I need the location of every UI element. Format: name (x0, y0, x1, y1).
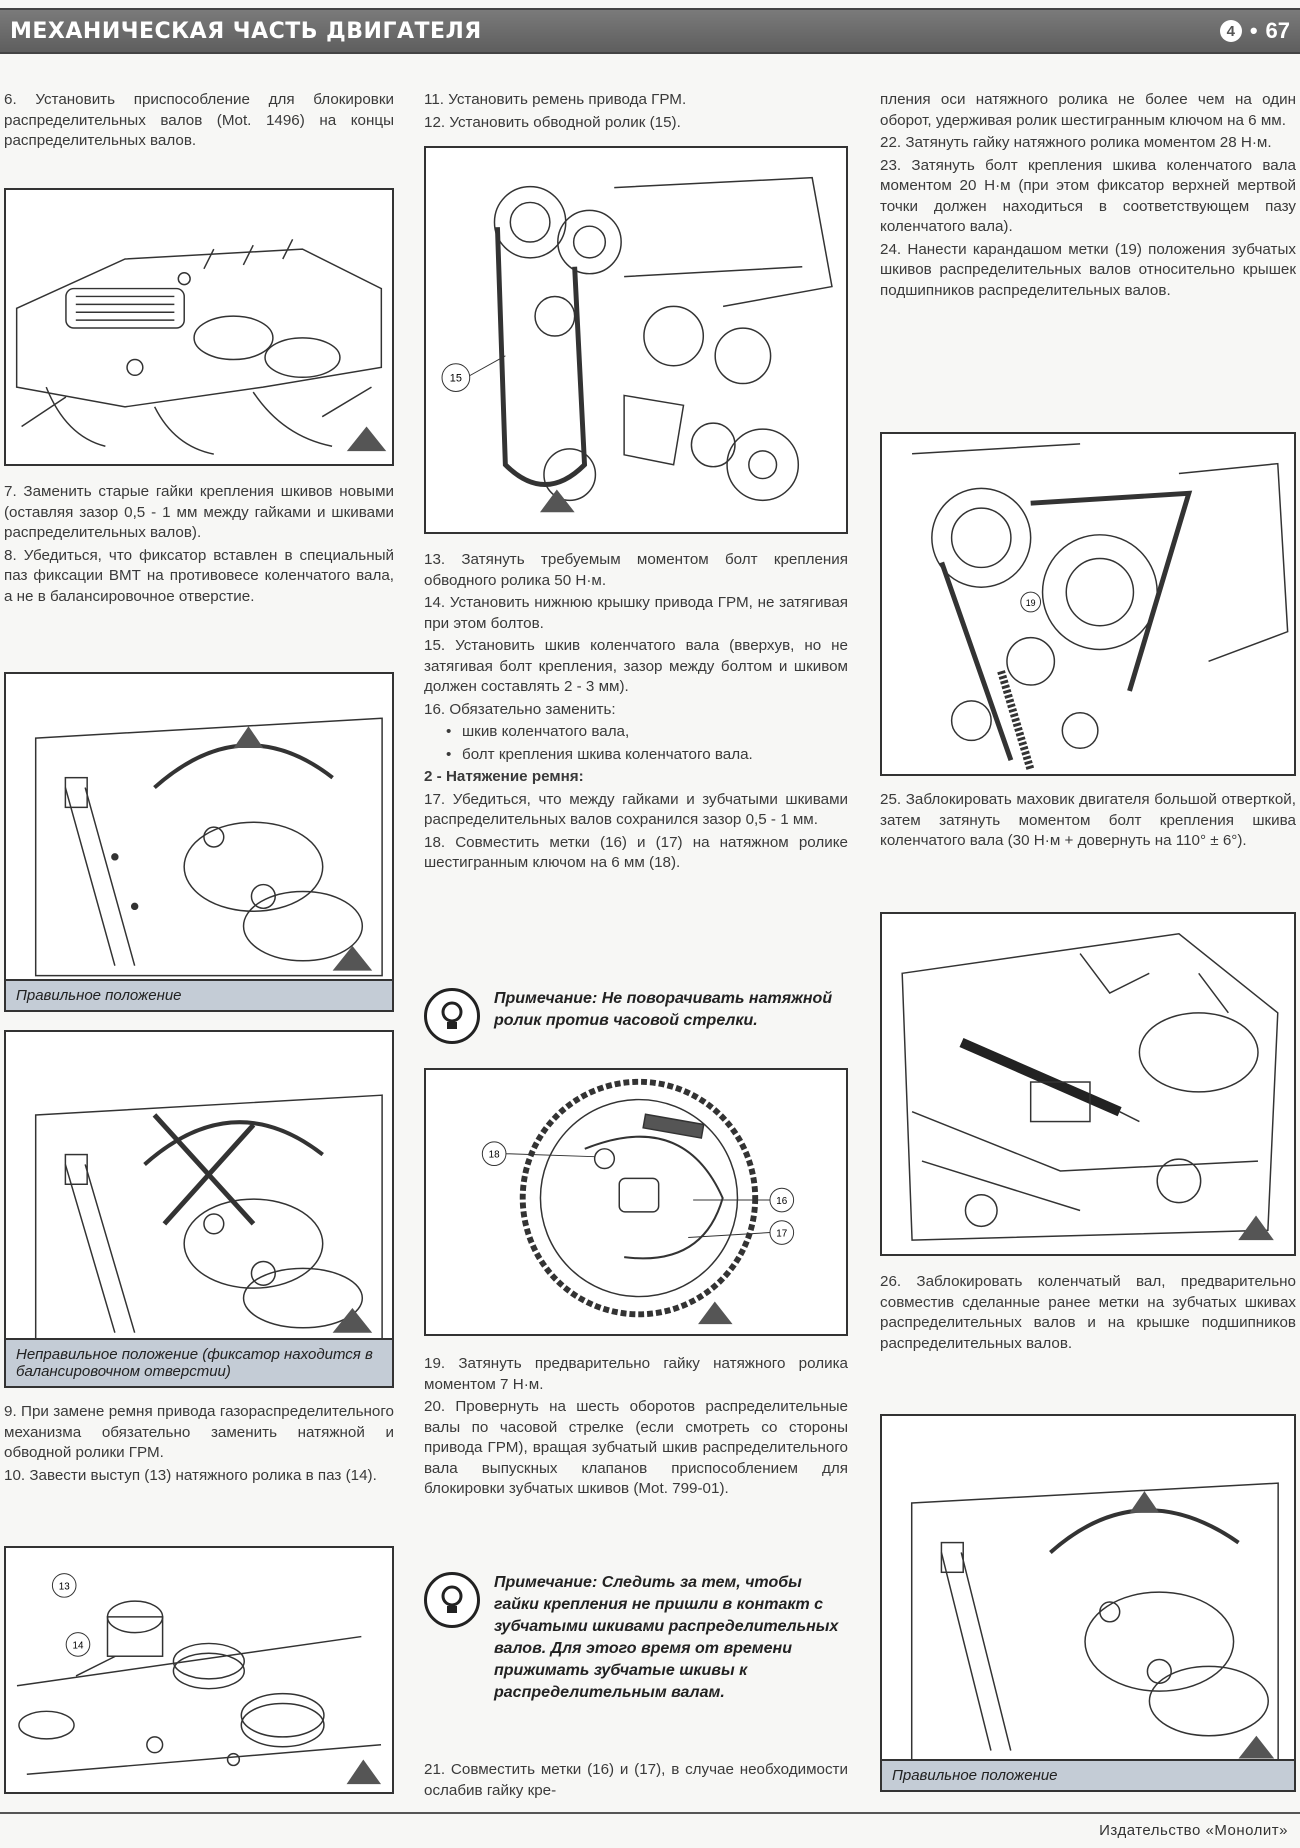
page-number-block: 4 • 67 (1219, 18, 1290, 44)
step-13: 13. Затянуть требуемым моментом болт кре… (424, 551, 848, 589)
engine-illustration-7 (901, 932, 1279, 1241)
bullet-crank-pulley: шкив коленчатого вала, (424, 722, 848, 743)
note-2-text: Примечание: Следить за тем, чтобы гайки … (494, 1574, 839, 1701)
engine-illustration-8 (910, 1482, 1279, 1764)
step-21: 21. Совместить метки (16) и (17), в случ… (424, 1761, 848, 1799)
step-21-cont: пления оси натяжного ролика не более чем… (880, 91, 1296, 129)
section-title: МЕХАНИЧЕСКАЯ ЧАСТЬ ДВИГАТЕЛЯ (10, 18, 482, 44)
tensioner-illustration: 18 16 17 (481, 1078, 795, 1325)
step-11: 11. Установить ремень привода ГРМ. (424, 91, 687, 108)
note-1-text: Примечание: Не поворачивать натяжной рол… (494, 990, 833, 1029)
column-3-low: 26. Заблокировать коленчатый вал, предва… (880, 1272, 1296, 1356)
step-17: 17. Убедиться, что между гайками и зубча… (424, 790, 848, 829)
note-1: Примечание: Не поворачивать натяжной рол… (424, 988, 848, 1044)
label-19: 19 (1026, 598, 1036, 608)
footer-rule (0, 1812, 1300, 1814)
step-20: 20. Провернуть на шесть оборотов распред… (424, 1398, 848, 1497)
figure-incorrect-position: Неправильное положение (фиксатор находит… (4, 1030, 394, 1388)
publisher: Издательство «Монолит» (1099, 1822, 1288, 1839)
step-8: 8. Убедиться, что фиксатор вставлен в сп… (4, 546, 394, 605)
engine-illustration-3 (34, 1094, 383, 1344)
figure-camshaft-lock-tool (4, 188, 394, 466)
step-6: 6. Установить приспособление для блокиро… (4, 91, 394, 149)
column-2-mid: 13. Затянуть требуемым моментом болт кре… (424, 550, 848, 876)
bullet-crank-bolt: болт крепления шкива коленчатого вала. (424, 745, 848, 766)
label-14: 14 (73, 1640, 84, 1651)
subhead-belt-tension: 2 - Натяжение ремня: (424, 768, 584, 785)
label-15: 15 (450, 373, 462, 385)
step-12: 12. Установить обводной ролик (15). (424, 113, 681, 131)
figure-tensioner-slot: 13 14 (4, 1546, 394, 1794)
lightbulb-icon (424, 1572, 480, 1628)
engine-illustration-4: 13 14 (16, 1573, 382, 1785)
step-16: 16. Обязательно заменить: (424, 700, 616, 718)
column-1-low: 9. При замене ремня привода газораспреде… (4, 1402, 394, 1488)
label-17: 17 (776, 1228, 787, 1239)
label-13: 13 (59, 1581, 70, 1592)
engine-illustration-1 (15, 238, 387, 455)
page-header: МЕХАНИЧЕСКАЯ ЧАСТЬ ДВИГАТЕЛЯ 4 • 67 (0, 8, 1300, 54)
step-25: 25. Заблокировать маховик двигателя боль… (880, 791, 1296, 849)
page-number: 67 (1265, 18, 1290, 43)
figure-caption-correct-2: Правильное положение (882, 1759, 1294, 1790)
step-24: 24. Нанести карандашом метки (19) положе… (880, 240, 1296, 299)
step-9: 9. При замене ремня привода газораспреде… (4, 1403, 394, 1461)
column-2-low: 19. Затянуть предварительно гайку натяжн… (424, 1354, 848, 1502)
figure-tensioner-marks: 18 16 17 (424, 1068, 848, 1336)
column-1-mid: 7. Заменить старые гайки крепления шкиво… (4, 482, 394, 609)
engine-illustration-6: 19 (912, 443, 1289, 772)
label-18: 18 (489, 1150, 500, 1161)
step-10: 10. Завести выступ (13) натяжного ролика… (4, 1466, 377, 1484)
figure-caption-correct: Правильное положение (6, 979, 392, 1010)
lightbulb-icon (424, 988, 480, 1044)
engine-illustration-5: 15 (441, 176, 833, 513)
section-icon: 4 (1219, 20, 1242, 42)
figure-correct-position: Правильное положение (4, 672, 394, 1012)
step-15: 15. Установить шкив коленчатого вала (вв… (424, 637, 848, 695)
note-2: Примечание: Следить за тем, чтобы гайки … (424, 1572, 848, 1704)
step-19: 19. Затянуть предварительно гайку натяжн… (424, 1355, 848, 1393)
step-14: 14. Установить нижнюю крышку привода ГРМ… (424, 594, 848, 632)
figure-caption-incorrect: Неправильное положение (фиксатор находит… (6, 1338, 392, 1386)
figure-camshaft-marks: 19 (880, 432, 1296, 776)
step-23: 23. Затянуть болт крепления шкива коленч… (880, 156, 1296, 236)
step-26: 26. Заблокировать коленчатый вал, предва… (880, 1273, 1296, 1352)
label-16: 16 (776, 1196, 787, 1207)
column-3-mid: 25. Заблокировать маховик двигателя боль… (880, 790, 1296, 854)
column-1: 6. Установить приспособление для блокиро… (4, 90, 394, 154)
page-bullet: • (1249, 18, 1258, 43)
column-2-top: 11. Установить ремень привода ГРМ. 12. У… (424, 90, 848, 135)
step-18: 18. Совместить метки (16) и (17) на натя… (424, 833, 848, 872)
step-7: 7. Заменить старые гайки крепления шкиво… (4, 483, 394, 541)
column-3-top: пления оси натяжного ролика не более чем… (880, 90, 1296, 303)
figure-timing-belt-idler: 15 (424, 146, 848, 534)
column-2-bottom: 21. Совместить метки (16) и (17), в случ… (424, 1760, 848, 1803)
figure-flywheel-lock (880, 912, 1296, 1256)
figure-correct-position-2: Правильное положение (880, 1414, 1296, 1792)
engine-illustration-2 (34, 717, 383, 977)
step-22: 22. Затянуть гайку натяжного ролика моме… (880, 134, 1272, 151)
